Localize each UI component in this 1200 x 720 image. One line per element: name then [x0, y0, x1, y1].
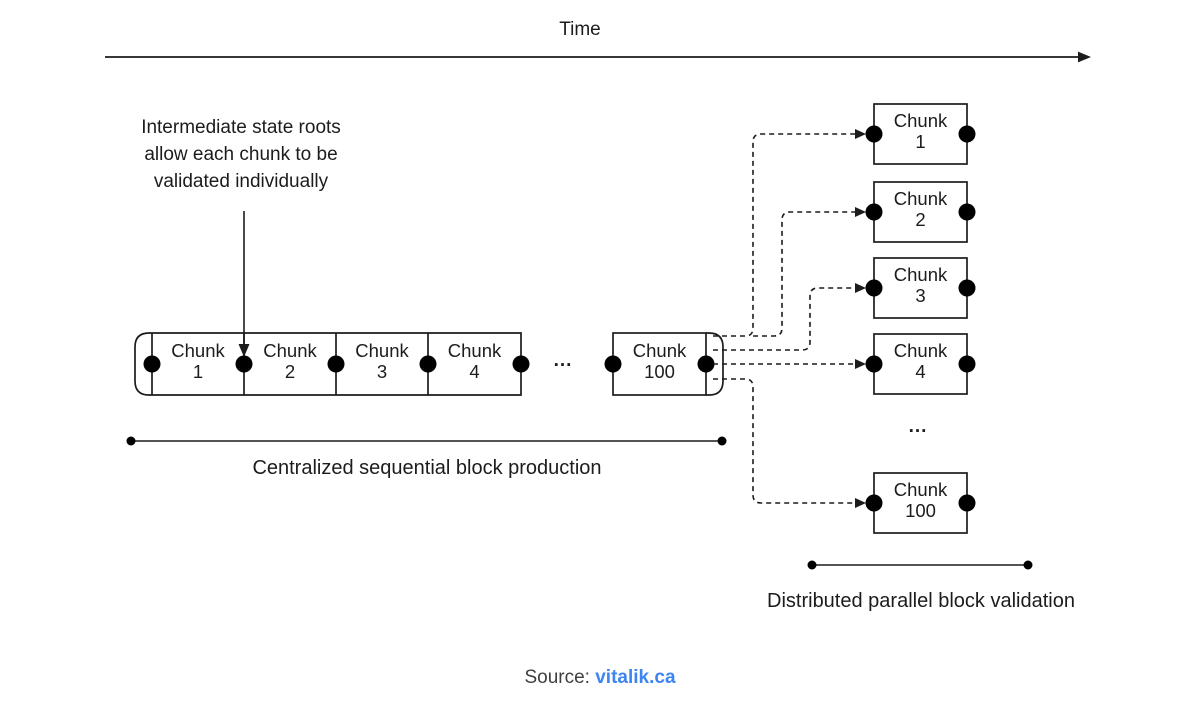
connector-arrowhead-icon [855, 283, 866, 293]
sequential-caption-bracket [126, 436, 727, 446]
annotation-line: allow each chunk to be [144, 144, 338, 165]
state-root-dot [958, 494, 976, 512]
state-root-dot [865, 494, 883, 512]
state-root-dot [865, 355, 883, 373]
state-root-dot [958, 125, 976, 143]
bracket-end-dot [807, 560, 817, 570]
time-axis-arrowhead-icon [1078, 51, 1091, 63]
parallel-boxes [865, 103, 976, 534]
validation-connectors [713, 129, 866, 508]
state-root-dot [604, 355, 622, 373]
state-root-dot [419, 355, 437, 373]
sequential-caption: Centralized sequential block production [252, 457, 602, 479]
sequential-pill-outline [134, 332, 522, 396]
bracket-end-dot [717, 436, 727, 446]
state-root-dot [958, 355, 976, 373]
annotation-line: validated individually [153, 171, 329, 192]
state-root-dot [958, 279, 976, 297]
state-root-dot [143, 355, 161, 373]
source-note: Source: vitalik.ca [0, 667, 1200, 689]
connector-arrowhead-icon [855, 129, 866, 139]
state-root-dot [958, 203, 976, 221]
time-axis [105, 51, 1091, 63]
connector-arrowhead-icon [855, 498, 866, 508]
state-root-dot [235, 355, 253, 373]
state-root-dot [865, 203, 883, 221]
connector-arrowhead-icon [855, 207, 866, 217]
state-root-dot [865, 279, 883, 297]
connector-to-chunk-3 [713, 287, 855, 351]
annotation-line: Intermediate state roots [141, 117, 341, 138]
bracket-end-dot [1023, 560, 1033, 570]
state-root-dot [865, 125, 883, 143]
source-prefix: Source: [524, 667, 590, 688]
parallel-caption: Distributed parallel block validation [767, 590, 1075, 612]
state-root-dot [697, 355, 715, 373]
source-link[interactable]: vitalik.ca [595, 667, 676, 688]
parallel-caption-bracket [807, 560, 1033, 570]
sequential-ellipsis: ... [553, 350, 573, 371]
connector-to-chunk-100 [713, 378, 855, 504]
connector-to-chunk-1 [713, 133, 855, 337]
state-root-dot [327, 355, 345, 373]
annotation-text: Intermediate state roots allow each chun… [110, 114, 372, 195]
sequential-state-root-dots [143, 355, 715, 373]
bracket-end-dot [126, 436, 136, 446]
parallel-ellipsis: ... [908, 416, 928, 437]
connector-to-chunk-2 [753, 211, 855, 337]
connector-arrowhead-icon [855, 359, 866, 369]
time-axis-label: Time [559, 19, 601, 40]
state-root-dot [512, 355, 530, 373]
